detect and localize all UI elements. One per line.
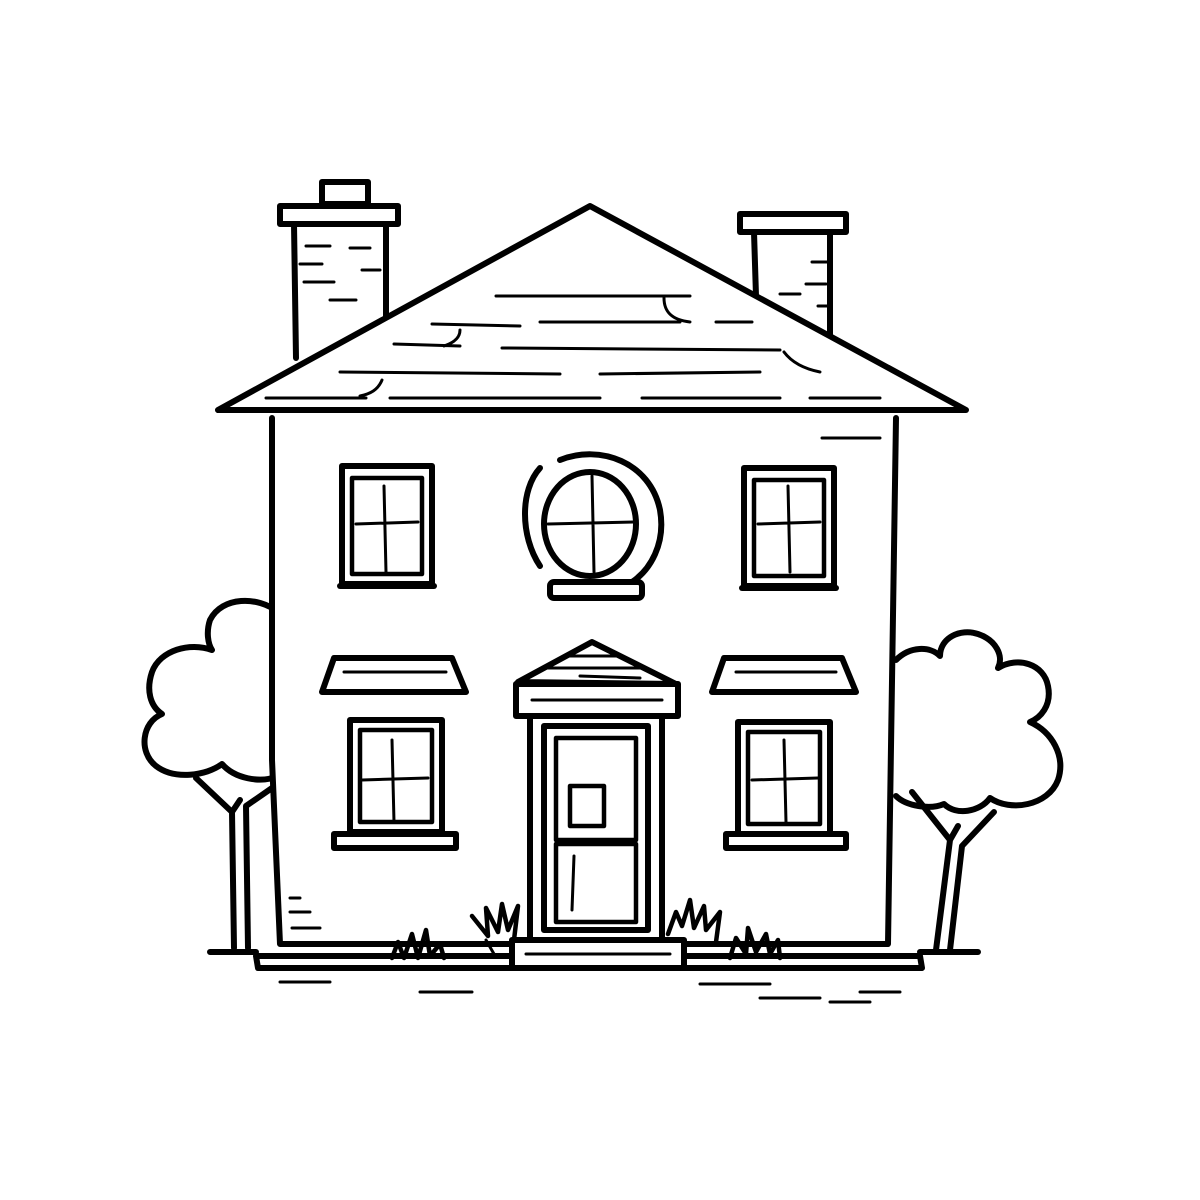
- upper-right-window: [739, 465, 839, 591]
- right-chimney-collar: [737, 211, 849, 235]
- roof-shingle-lines: [264, 294, 882, 400]
- right-tree-trunk: [909, 789, 997, 953]
- left-window-awning: [319, 655, 469, 695]
- roof-outline: [215, 203, 969, 413]
- left-chimney-bricks: [298, 244, 382, 302]
- door-knocker-window: [567, 783, 607, 829]
- ground-slab: [253, 953, 925, 971]
- left-chimney: [277, 179, 401, 361]
- right-window-awning: [709, 655, 859, 695]
- upper-left-window: [337, 463, 437, 589]
- lower-right-window: [723, 719, 849, 851]
- front-entrance: [509, 639, 687, 971]
- left-chimney-stack: [291, 221, 389, 361]
- left-chimney-cap: [319, 179, 371, 207]
- wall-texture-lines: [288, 436, 882, 930]
- left-tree-canopy: [141, 597, 281, 783]
- door-frame: [527, 713, 665, 943]
- grass-tufts: [389, 897, 783, 961]
- round-window: [522, 451, 665, 601]
- right-chimney-stack: [751, 229, 833, 341]
- right-tree-canopy: [893, 629, 1064, 815]
- left-tree: [141, 597, 281, 951]
- right-tree: [893, 629, 1064, 953]
- left-chimney-collar: [277, 203, 401, 227]
- roof: [215, 203, 969, 413]
- lower-left-window: [331, 717, 459, 851]
- right-chimney: [737, 211, 849, 341]
- ground-shading-lines: [278, 980, 902, 1004]
- right-chimney-bricks: [778, 260, 832, 308]
- left-tree-trunk: [193, 775, 275, 951]
